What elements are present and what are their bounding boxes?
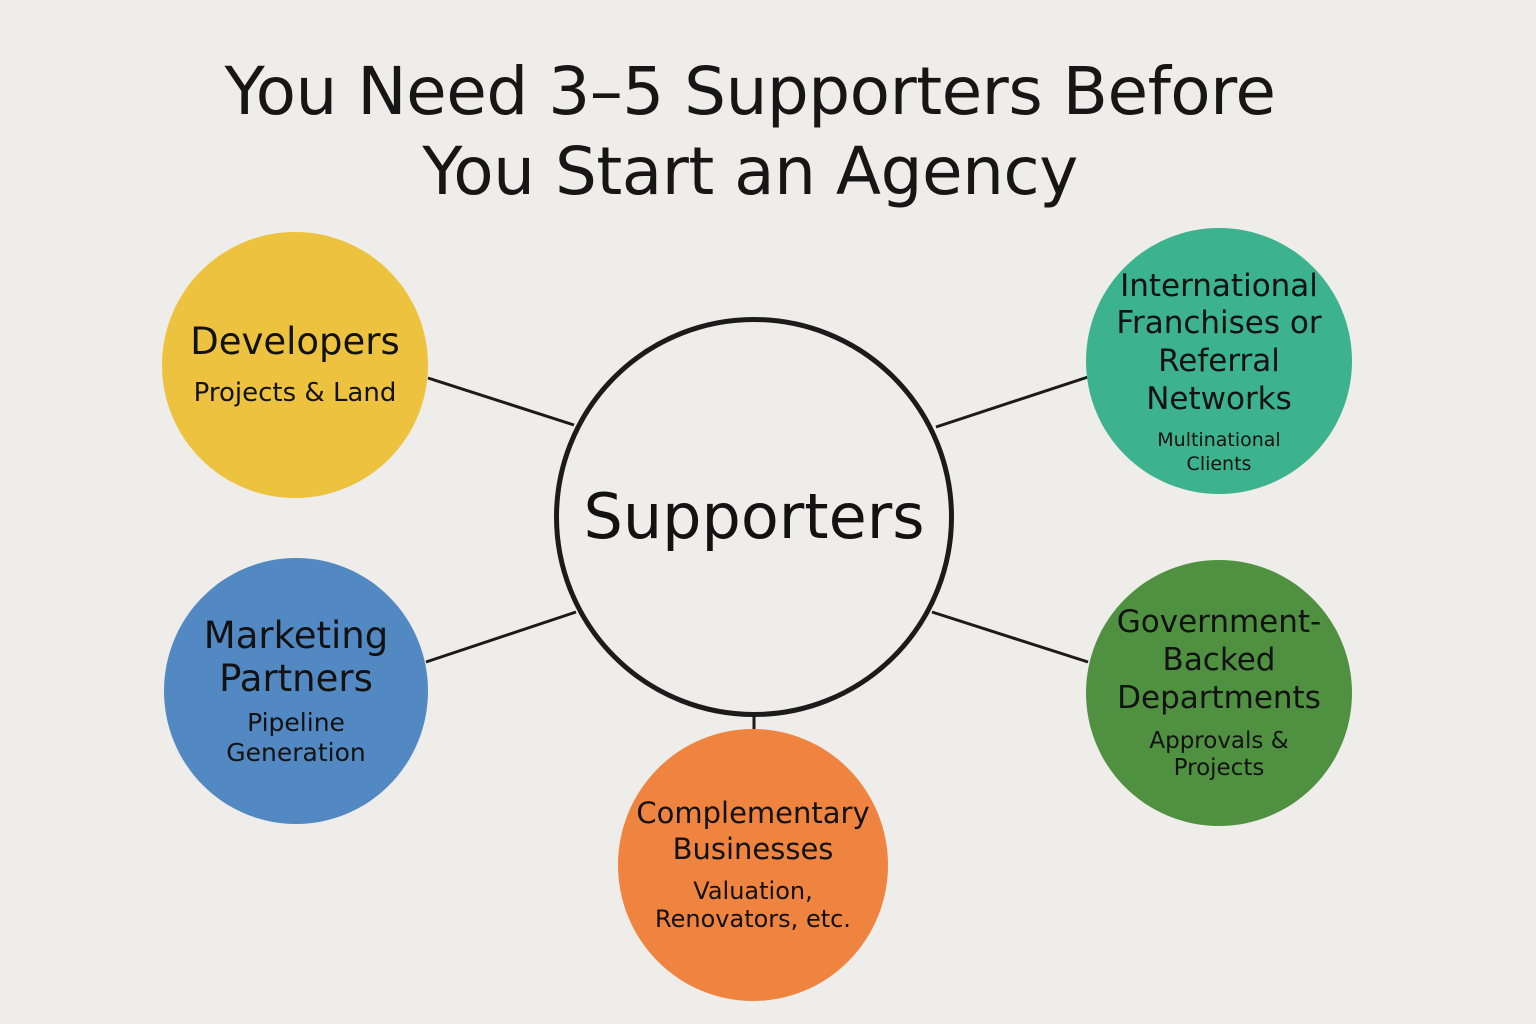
complementary-label: Complementary Businesses	[636, 796, 870, 866]
connector-government	[931, 610, 1089, 664]
node-government-departments: Government-Backed Departments Approvals …	[1086, 560, 1352, 826]
government-label: Government-Backed Departments	[1116, 604, 1322, 716]
page-title: You Need 3–5 Supporters Before You Start…	[0, 52, 1500, 212]
government-sublabel: Approvals & Projects	[1149, 727, 1289, 781]
center-node-supporters: Supporters	[554, 317, 954, 717]
developers-sublabel: Projects & Land	[193, 377, 397, 408]
node-marketing-partners: Marketing Partners Pipeline Generation	[164, 558, 428, 824]
title-line-2: You Start an Agency	[422, 133, 1078, 210]
complementary-sublabel: Valuation, Renovators, etc.	[655, 877, 851, 934]
marketing-sublabel: Pipeline Generation	[226, 708, 366, 767]
title-line-1: You Need 3–5 Supporters Before	[224, 53, 1276, 130]
international-sublabel: Multinational Clients	[1157, 428, 1281, 475]
developers-label: Developers	[190, 320, 400, 364]
connector-international	[935, 375, 1089, 429]
marketing-label: Marketing Partners	[203, 613, 389, 700]
center-label: Supporters	[583, 480, 925, 554]
node-international-franchises: International Franchises or Referral Net…	[1086, 228, 1352, 494]
international-label: International Franchises or Referral Net…	[1116, 267, 1322, 418]
connector-developers	[427, 376, 575, 427]
node-complementary-businesses: Complementary Businesses Valuation, Reno…	[618, 729, 888, 1001]
node-developers: Developers Projects & Land	[162, 232, 428, 498]
connector-marketing	[425, 610, 577, 664]
